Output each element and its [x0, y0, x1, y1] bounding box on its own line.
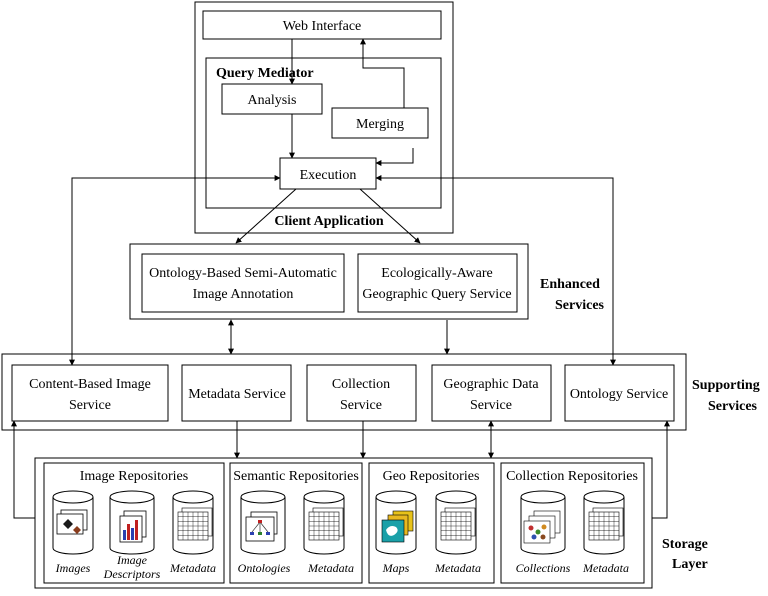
collections-label: Collections — [516, 561, 571, 575]
web-interface-label: Web Interface — [283, 19, 362, 34]
collection-service-label-1: Collection — [332, 377, 390, 392]
geo-repositories-box — [368, 462, 495, 584]
execution-label: Execution — [300, 168, 357, 183]
supporting-layer-label-2: Services — [708, 399, 758, 414]
enhanced-layer-label-1: Enhanced — [540, 277, 600, 292]
query-mediator-box — [205, 57, 442, 209]
metadata-label: Metadata — [434, 561, 481, 575]
ontology-tree-icon — [245, 511, 278, 542]
metadata-grid-icon — [440, 507, 476, 541]
semantic-repositories-box — [229, 462, 363, 584]
map-icon — [381, 510, 414, 543]
collection-repositories-box — [500, 462, 645, 584]
ontology-annotation-label-2: Image Annotation — [193, 287, 294, 302]
metadata-label: Metadata — [307, 561, 354, 575]
storage-layer: Image Repositories Images Image Descript… — [34, 457, 708, 589]
collection-service-label-2: Service — [340, 398, 382, 413]
metadata-label: Metadata — [169, 561, 216, 575]
collection-repositories-title: Collection Repositories — [506, 469, 638, 484]
collection-service-box — [306, 364, 417, 422]
geo-data-label-1: Geographic Data — [443, 377, 539, 392]
merging-label: Merging — [356, 117, 404, 132]
geo-query-label-2: Geographic Query Service — [362, 287, 511, 302]
ontologies-label: Ontologies — [238, 561, 291, 575]
geo-repositories-title: Geo Repositories — [383, 469, 480, 484]
ontology-service-label: Ontology Service — [570, 387, 668, 402]
enhanced-services: Ontology-Based Semi-Automatic Image Anno… — [129, 243, 605, 320]
metadata-grid-icon — [177, 507, 213, 541]
content-based-image-service-box — [11, 364, 169, 422]
cbis-label-2: Service — [69, 398, 111, 413]
geo-data-label-2: Service — [470, 398, 512, 413]
metadata-grid-icon — [588, 507, 624, 541]
ontology-annotation-box — [141, 253, 345, 313]
metadata-grid-icon — [308, 507, 344, 541]
storage-layer-label-1: Storage — [662, 537, 708, 552]
geo-query-label-1: Ecologically-Aware — [381, 266, 492, 281]
supporting-layer-label-1: Supporting — [692, 378, 760, 393]
analysis-box — [221, 83, 323, 115]
merging-box — [331, 107, 429, 139]
maps-label: Maps — [382, 561, 410, 575]
butterfly-images-icon — [56, 509, 88, 535]
ontology-service-box — [564, 364, 675, 422]
semantic-repositories-title: Semantic Repositories — [233, 469, 359, 484]
client-application-title: Client Application — [274, 214, 384, 229]
images-label: Images — [55, 561, 91, 575]
image-repositories-box — [43, 462, 225, 584]
supporting-services: Content-Based Image Service Metadata Ser… — [1, 353, 760, 431]
image-descriptors-label-2: Descriptors — [103, 567, 161, 581]
metadata-service-label: Metadata Service — [188, 387, 286, 402]
image-repositories-title: Image Repositories — [80, 469, 188, 484]
metadata-service-box — [181, 364, 292, 422]
bar-chart-descriptor-icon — [119, 510, 147, 543]
execution-box — [279, 157, 377, 190]
metadata-label: Metadata — [582, 561, 629, 575]
ontology-annotation-label-1: Ontology-Based Semi-Automatic — [149, 266, 337, 281]
geo-query-box — [357, 253, 518, 313]
cbis-label-1: Content-Based Image — [29, 377, 151, 392]
image-descriptors-label-1: Image — [116, 553, 148, 567]
collection-sheets-icon — [523, 510, 561, 544]
query-mediator-title: Query Mediator — [216, 66, 314, 81]
web-interface-box — [202, 10, 442, 40]
client-application: Web Interface Query Mediator Analysis Me… — [194, 1, 454, 234]
storage-layer-label-2: Layer — [672, 557, 708, 572]
enhanced-layer-label-2: Services — [555, 298, 605, 313]
analysis-label: Analysis — [248, 93, 297, 108]
